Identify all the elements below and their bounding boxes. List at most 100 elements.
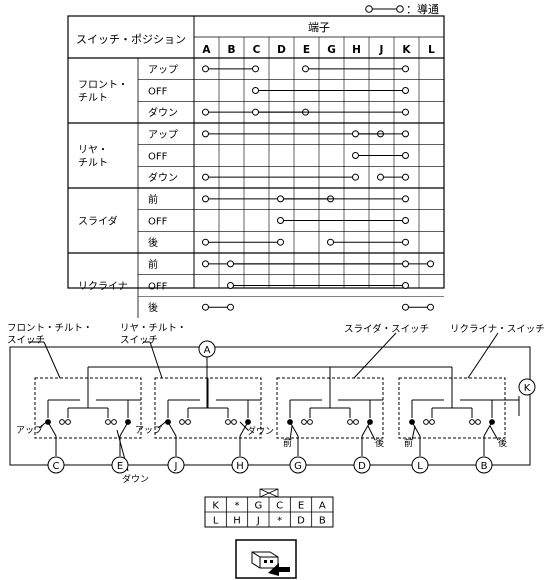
connector-pin: A: [319, 501, 326, 512]
position-label: OFF: [148, 87, 168, 98]
continuity-node: [402, 238, 409, 246]
continuity-node: [402, 303, 409, 311]
continuity-node: [252, 87, 259, 95]
continuity-node: [227, 282, 234, 290]
connector-pin: G: [254, 501, 262, 512]
continuity-node: [252, 108, 259, 116]
terminal-j-marker: J: [167, 456, 185, 474]
terminal-col-g: G: [327, 44, 336, 56]
rear-tilt-switch-label: リヤ・チルト・: [120, 323, 187, 334]
legend: ：導通: [365, 2, 439, 16]
front-tilt-switch-label: フロント・チルト・: [7, 323, 93, 334]
terminal-h-marker: H: [231, 456, 249, 474]
position-label: OFF: [148, 152, 168, 163]
connector-icon: [235, 539, 297, 579]
switch-contact: [65, 419, 71, 425]
continuity-node: [377, 173, 384, 181]
continuity-node: [202, 303, 209, 311]
terminal-e-marker: E: [111, 456, 129, 474]
position-label: OFF: [148, 282, 168, 293]
terminal-col-k: K: [402, 44, 411, 56]
continuity-node: [402, 65, 409, 73]
terminal-label: G: [294, 461, 302, 472]
group-name: リクライナ: [78, 281, 128, 293]
switch-contact: [469, 419, 475, 425]
front-tilt-switch-label-2: スイッチ: [7, 335, 45, 346]
terminal-col-b: B: [227, 44, 235, 56]
connector-pin: L: [213, 516, 219, 527]
position-label: アップ: [148, 64, 178, 76]
terminal-col-l: L: [428, 44, 435, 56]
group-name: スライダ: [78, 215, 118, 228]
connector-pin: *: [277, 516, 282, 527]
position-header: スイッチ・ポジション: [76, 33, 186, 46]
connector-pin: *: [235, 501, 240, 512]
switch-contact: [475, 419, 481, 425]
terminal-c-marker: C: [47, 456, 65, 474]
terminal-label: H: [236, 461, 244, 472]
terminal-col-e: E: [303, 44, 310, 56]
position-label: 前: [148, 193, 158, 206]
connector-pin: E: [298, 501, 304, 512]
terminal-b-marker: B: [475, 456, 493, 474]
group-name: チルト: [78, 157, 108, 169]
rear-label-slider: 後: [375, 437, 384, 449]
switch-contact: [423, 419, 429, 425]
group-name: フロント・: [78, 80, 128, 91]
position-label: 後: [148, 236, 158, 249]
terminal-label: D: [358, 461, 366, 472]
connector-pin: C: [276, 501, 283, 512]
continuity-node: [202, 108, 209, 116]
continuity-node: [227, 303, 234, 311]
terminal-col-d: D: [277, 44, 286, 56]
continuity-node: [402, 260, 409, 268]
up-label-rear: アップ: [135, 425, 162, 436]
continuity-node: [402, 108, 409, 116]
connector-pin: B: [319, 516, 326, 527]
continuity-node: [352, 173, 359, 181]
terminal-k-label: K: [524, 383, 531, 394]
position-label: 前: [148, 258, 158, 271]
continuity-node: [202, 260, 209, 268]
terminal-col-h: H: [352, 44, 361, 56]
terminal-label: J: [174, 461, 178, 472]
terminal-a-marker: A: [198, 340, 216, 358]
rear-label-recliner: 後: [498, 437, 507, 449]
terminal-col-j: J: [379, 44, 384, 56]
terminal-label: C: [53, 461, 60, 472]
switch-contact: [301, 419, 307, 425]
continuity-node: [402, 173, 409, 181]
rear-tilt-switch-label-2: スイッチ: [120, 335, 158, 346]
continuity-node: [277, 238, 284, 246]
slider-switch-label: スライダ・スイッチ: [344, 323, 429, 335]
switch-contact: [185, 419, 191, 425]
position-label: ダウン: [148, 106, 178, 119]
switch-contact: [231, 419, 237, 425]
terminal-col-c: C: [253, 44, 261, 56]
group-name: リヤ・: [78, 145, 108, 156]
front-label-recliner: 前: [404, 437, 413, 449]
connector-pin: J: [256, 516, 260, 527]
continuity-node: [202, 195, 209, 203]
continuity-node: [402, 195, 409, 203]
terminal-g-marker: G: [289, 456, 307, 474]
switch-contact: [353, 419, 359, 425]
connector-pin: K: [212, 501, 219, 512]
terminal-l-marker: L: [411, 456, 429, 474]
continuity-node: [402, 130, 409, 138]
continuity-node: [352, 130, 359, 138]
circuit-labels: フロント・チルト・ スイッチ リヤ・チルト・ スイッチ スライダ・スイッチ リク…: [7, 323, 545, 485]
position-label: 後: [148, 301, 158, 314]
continuity-node: [402, 87, 409, 95]
continuity-node: [252, 65, 259, 73]
terminal-col-a: A: [202, 44, 211, 56]
terminal-label: L: [417, 461, 423, 472]
continuity-node: [277, 195, 284, 203]
terminal-d-marker: D: [353, 456, 371, 474]
connector-pin: H: [233, 516, 241, 527]
continuity-node: [327, 238, 334, 246]
